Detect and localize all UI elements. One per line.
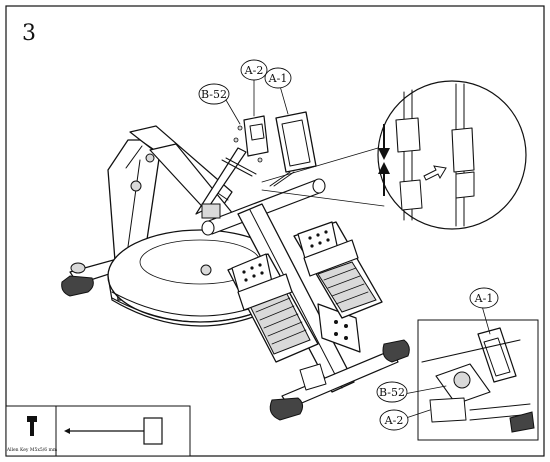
label-b52-inset: B-52 <box>376 381 408 403</box>
label-a1-inset: A-1 <box>469 287 499 309</box>
exploded-parts <box>225 79 317 187</box>
label-a2-inset: A-2 <box>379 409 409 431</box>
rowing-machine <box>61 125 410 421</box>
label-b52-top: B-52 <box>198 83 230 105</box>
allen-key-icon <box>27 416 37 436</box>
bracket-a2 <box>233 115 269 163</box>
monitor-arm <box>195 147 257 219</box>
tool-caption: Allen Key M5x5/6 mm <box>6 447 58 453</box>
main-rail <box>237 203 361 393</box>
rear-stabilizer <box>269 339 410 421</box>
bolt-icon <box>64 417 163 445</box>
heel-cup-right-holes <box>308 230 330 248</box>
footplate-left <box>227 253 319 363</box>
footplate-right <box>293 221 383 319</box>
svg-text:A-1: A-1 <box>474 292 494 305</box>
diagram-frame <box>5 5 545 457</box>
heel-cup-left-holes <box>242 263 264 282</box>
step-number: 3 <box>22 21 36 46</box>
label-a1-top: A-1 <box>264 67 292 89</box>
monitor-a1 <box>269 111 317 187</box>
hardware-key-box: Allen Key M5x5/6 mm <box>5 405 191 457</box>
svg-text:A-2: A-2 <box>384 414 404 427</box>
svg-text:A-1: A-1 <box>268 72 288 85</box>
svg-text:B-52: B-52 <box>379 386 405 399</box>
svg-text:B-52: B-52 <box>201 88 227 101</box>
label-a2-top: A-2 <box>240 59 268 81</box>
inset-detail-view <box>403 305 539 441</box>
svg-text:A-2: A-2 <box>244 64 264 77</box>
detail-circle-view <box>261 80 527 230</box>
